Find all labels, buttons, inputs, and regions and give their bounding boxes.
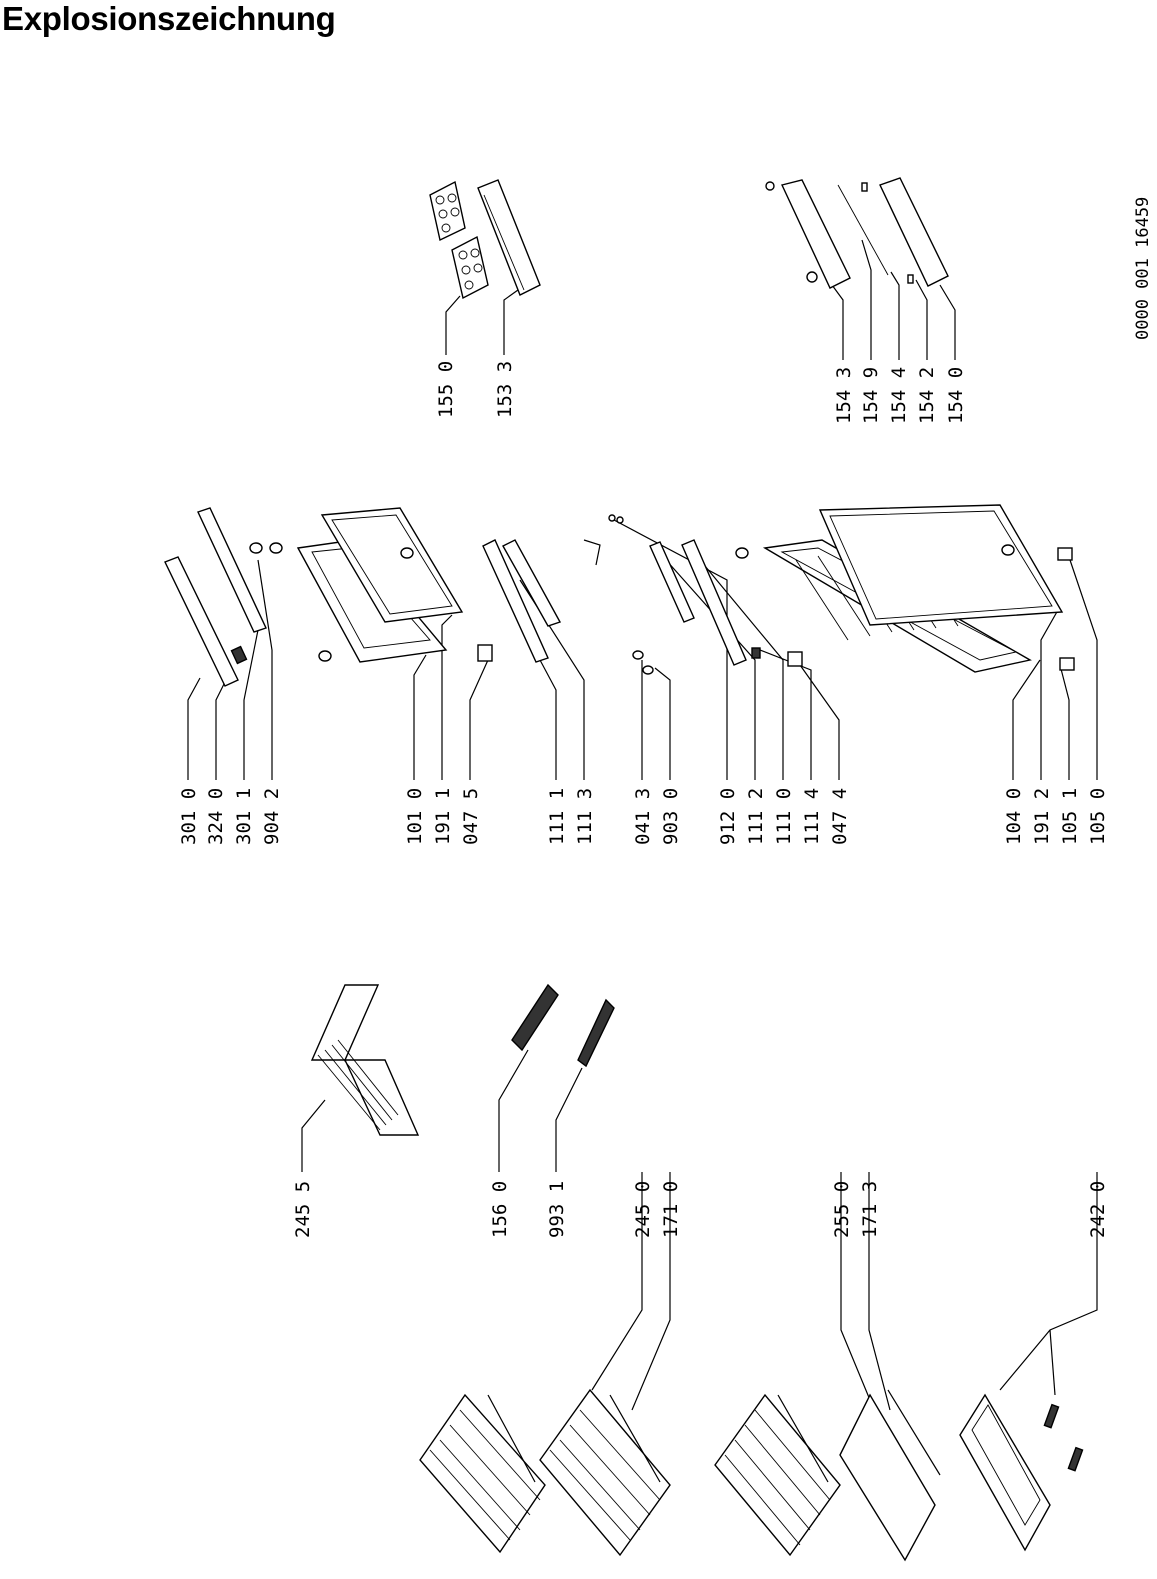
label-245-5: 245 5: [292, 1181, 314, 1238]
label-301-1: 301 1: [233, 788, 255, 845]
part-labels: 155 0 153 3 154 3 154 9 154 4 154 2 154 …: [178, 361, 1109, 1238]
label-153-3: 153 3: [494, 361, 516, 418]
label-154-4: 154 4: [888, 367, 910, 424]
door-shelf-part: [477, 179, 541, 296]
wire-basket-part: [310, 984, 420, 1136]
label-993-1: 993 1: [546, 1181, 568, 1238]
rail-parts: [164, 507, 283, 687]
label-104-0: 104 0: [1003, 788, 1025, 845]
label-041-3: 041 3: [632, 788, 654, 845]
label-154-9: 154 9: [860, 367, 882, 424]
label-047-4: 047 4: [829, 788, 851, 845]
label-191-1: 191 1: [432, 788, 454, 845]
freezer-door-part: [296, 507, 493, 663]
label-111-3: 111 3: [574, 788, 596, 845]
label-101-0: 101 0: [404, 788, 426, 845]
drawing-number: 0000 001 16459: [1133, 197, 1153, 340]
label-255-0: 255 0: [831, 1181, 853, 1238]
label-154-3: 154 3: [833, 367, 855, 424]
label-301-0: 301 0: [178, 788, 200, 845]
label-904-2: 904 2: [261, 788, 283, 845]
label-111-2: 111 2: [745, 788, 767, 845]
label-155-0: 155 0: [435, 361, 457, 418]
label-242-0: 242 0: [1087, 1181, 1109, 1238]
ice-tray-parts: [511, 983, 615, 1068]
hinge-parts: [583, 514, 654, 675]
wire-shelf-parts: [419, 1388, 841, 1557]
label-156-0: 156 0: [489, 1181, 511, 1238]
label-191-2: 191 2: [1031, 788, 1053, 845]
label-111-1: 111 1: [546, 788, 568, 845]
glass-plate-part: [839, 1389, 941, 1562]
label-154-2: 154 2: [916, 367, 938, 424]
label-105-0: 105 0: [1087, 788, 1109, 845]
label-154-0: 154 0: [945, 367, 967, 424]
label-903-0: 903 0: [660, 788, 682, 845]
page-title: Explosionszeichnung: [2, 0, 336, 37]
label-111-4: 111 4: [801, 788, 823, 845]
label-912-0: 912 0: [717, 788, 739, 845]
label-105-1: 105 1: [1059, 788, 1081, 845]
leader-lines: [187, 239, 1098, 1411]
bottle-shelf-parts: [765, 177, 949, 289]
egg-tray-part: [429, 180, 489, 300]
label-324-0: 324 0: [205, 788, 227, 845]
handle-rail-parts: [482, 539, 562, 663]
crisper-box-part: [959, 1393, 1084, 1552]
label-171-0: 171 0: [660, 1181, 682, 1238]
label-245-0: 245 0: [632, 1181, 654, 1238]
label-047-5: 047 5: [460, 788, 482, 845]
main-door-part: [735, 504, 1075, 673]
long-rail-parts: [649, 539, 803, 667]
label-111-0: 111 0: [773, 788, 795, 845]
label-171-3: 171 3: [859, 1181, 881, 1238]
